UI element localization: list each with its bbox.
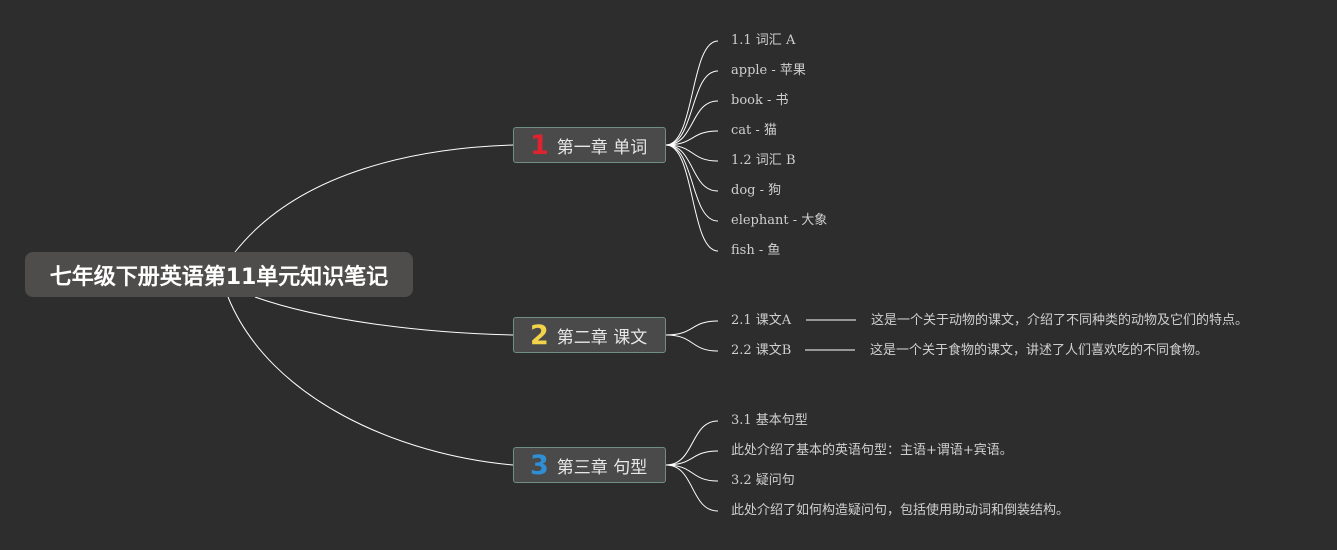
connector-ch1-item4 — [665, 130, 719, 146]
root-node[interactable]: 七年级下册英语第11单元知识笔记 — [25, 252, 413, 297]
chapter-number-badge: 2 — [530, 319, 549, 351]
leaf-item[interactable]: book - 书 — [731, 93, 789, 108]
leaf-item[interactable]: 1.2 词汇 B — [731, 153, 796, 168]
leaf-item[interactable]: fish - 鱼 — [731, 243, 781, 258]
leaf-item[interactable]: 此处介绍了如何构造疑问句，包括使用助动词和倒装结构。 — [731, 503, 1070, 518]
connector-ch1-item5 — [665, 144, 719, 162]
connector-ch3-item2 — [665, 450, 719, 466]
connector-root-ch2 — [254, 296, 514, 336]
leaf-item[interactable]: 此处介绍了基本的英语句型：主语+谓语+宾语。 — [731, 443, 1013, 458]
connector-ch1-item6 — [665, 144, 719, 192]
connector-ch2-item2 — [665, 334, 719, 352]
leaf-item[interactable]: 1.1 词汇 A — [731, 33, 796, 48]
connector-ch1-item1 — [665, 40, 719, 146]
connector-root-ch1 — [234, 144, 514, 253]
root-title: 七年级下册英语第11单元知识笔记 — [49, 264, 389, 290]
chapter-number-badge: 1 — [530, 129, 549, 161]
connector-ch1-item2 — [665, 70, 719, 146]
connector-ch1-item8 — [665, 144, 719, 252]
leaf-item[interactable]: dog - 狗 — [731, 183, 782, 198]
connector-ch1-item3 — [665, 100, 719, 146]
leaf-item[interactable]: elephant - 大象 — [731, 213, 828, 228]
connector-ch2-item1 — [665, 320, 719, 336]
chapter-number-badge: 3 — [530, 449, 549, 481]
connector-ch3-item4 — [665, 464, 719, 512]
connector-ch3-item1 — [665, 420, 719, 466]
connector-root-ch3 — [227, 296, 514, 466]
chapter-title: 第一章 单词 — [556, 137, 648, 158]
chapter-title: 第三章 句型 — [556, 457, 648, 478]
leaf-item[interactable]: apple - 苹果 — [731, 63, 806, 78]
leaf-item[interactable]: 3.1 基本句型 — [731, 413, 808, 428]
leaf-item[interactable]: 2.2 课文B — [731, 343, 792, 358]
leaf-item[interactable]: 3.2 疑问句 — [731, 473, 795, 488]
leaf-item[interactable]: 2.1 课文A — [731, 313, 792, 328]
leaf-description[interactable]: 这是一个关于动物的课文，介绍了不同种类的动物及它们的特点。 — [871, 313, 1249, 328]
connector-ch1-item7 — [665, 144, 719, 222]
leaf-description[interactable]: 这是一个关于食物的课文，讲述了人们喜欢吃的不同食物。 — [870, 343, 1209, 358]
chapter-node-2[interactable]: 2 第二章 课文 — [513, 317, 666, 353]
connector-ch3-item3 — [665, 464, 719, 482]
chapter-title: 第二章 课文 — [556, 327, 648, 348]
leaf-item[interactable]: cat - 猫 — [731, 123, 777, 138]
chapter-node-3[interactable]: 3 第三章 句型 — [513, 447, 666, 483]
chapter-node-1[interactable]: 1 第一章 单词 — [513, 127, 666, 163]
